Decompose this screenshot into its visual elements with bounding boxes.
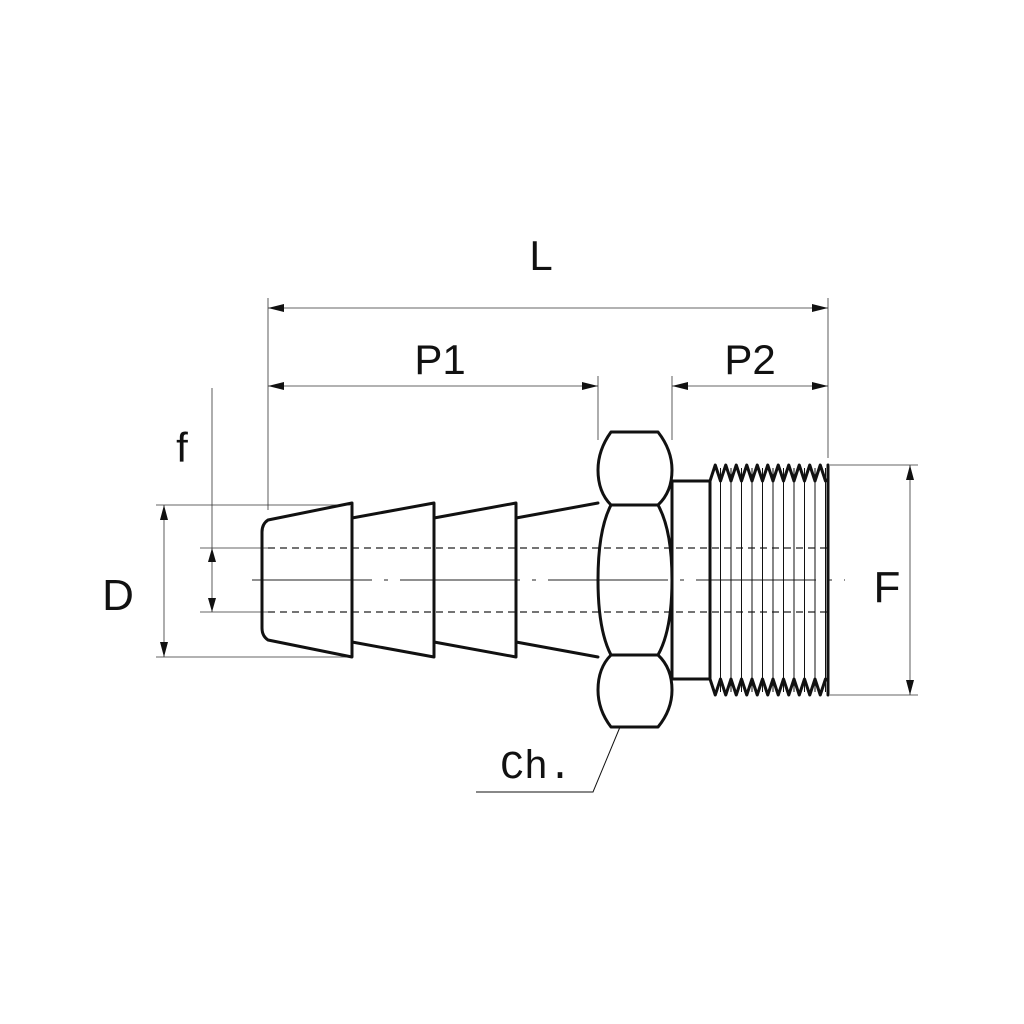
- dimension-P2: P2: [672, 336, 828, 390]
- barb-segment-1: [260, 501, 354, 659]
- hose-barb: [260, 501, 600, 659]
- barb-segment-3: [432, 501, 518, 659]
- arrow-right-P1: [582, 382, 598, 390]
- arrow-left-P2: [672, 382, 688, 390]
- label-L: L: [529, 232, 552, 279]
- threaded-section: [708, 463, 830, 697]
- arrow-right-P2: [812, 382, 828, 390]
- thread-crest-bottom: [708, 677, 827, 697]
- label-F: F: [874, 563, 901, 612]
- arrow-bottom-F: [906, 680, 914, 695]
- dimension-P1: P1: [268, 336, 598, 390]
- arrow-left-L: [268, 304, 284, 312]
- hex-face-bottom: [596, 653, 674, 729]
- wrench-size-callout: Ch.: [476, 726, 621, 793]
- arrow-right-L: [812, 304, 828, 312]
- dimension-f: f: [176, 388, 268, 613]
- thread-crest-top: [708, 463, 827, 483]
- arrow-bottom-f: [208, 598, 216, 612]
- inner-bore: [268, 547, 828, 613]
- barb-segment-2: [350, 501, 436, 659]
- arrow-top-D: [160, 505, 168, 520]
- arrow-bottom-D: [160, 642, 168, 657]
- hex-nut: [596, 430, 674, 729]
- arrow-top-F: [906, 465, 914, 480]
- dimension-F: F: [830, 464, 918, 696]
- label-P1: P1: [414, 336, 465, 383]
- dimension-D: D: [102, 504, 350, 658]
- dimension-L: L: [268, 232, 828, 312]
- ch-leader-line: [476, 726, 621, 793]
- label-ch: Ch.: [500, 746, 572, 791]
- extension-lines: [267, 298, 829, 510]
- label-f: f: [176, 424, 188, 471]
- label-D: D: [102, 571, 134, 620]
- label-P2: P2: [724, 336, 775, 383]
- arrow-top-f: [208, 548, 216, 562]
- hex-face-top: [596, 430, 674, 507]
- arrow-left-P1: [268, 382, 284, 390]
- barb-segment-4: [514, 501, 600, 659]
